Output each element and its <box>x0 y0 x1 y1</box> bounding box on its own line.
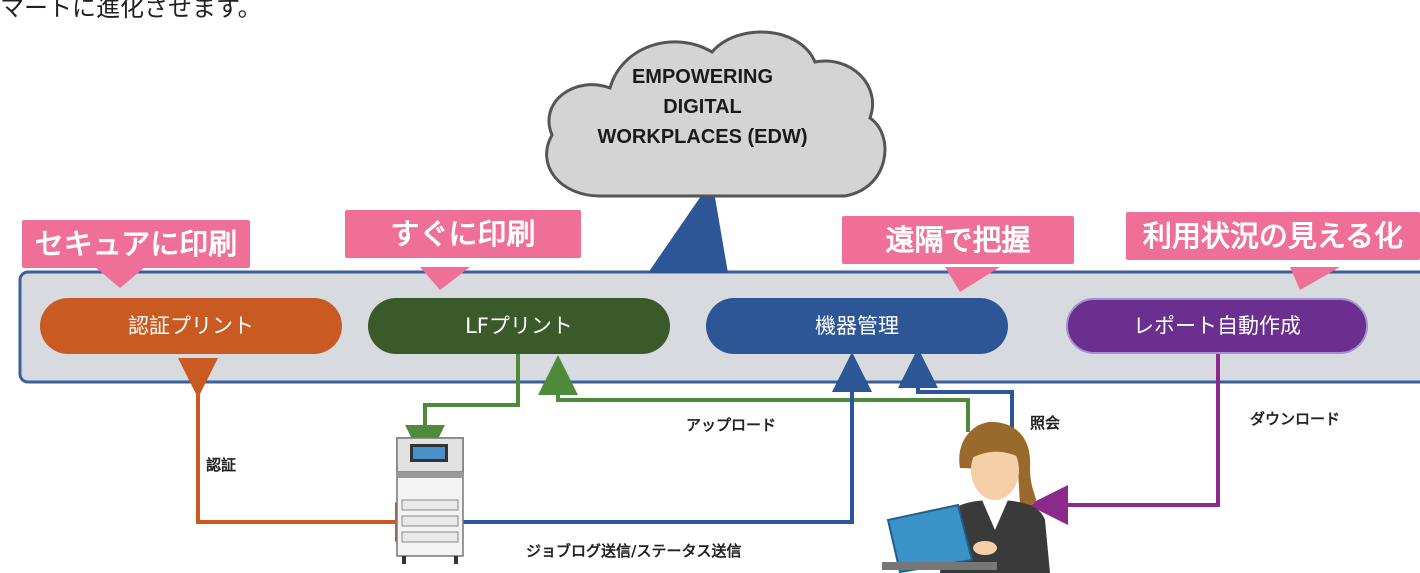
intro-text: マートに進化させます。 <box>0 0 262 22</box>
cloud-label-line2: DIGITAL <box>663 96 742 118</box>
upload-flow-line <box>538 355 970 432</box>
flow-label-joblog: ジョブログ送信/ステータス送信 <box>526 542 742 560</box>
cloud-label: EMPOWERING DIGITAL WORKPLACES (EDW) <box>545 62 860 152</box>
service-lf-print: LFプリント <box>368 298 670 354</box>
service-auth-print: 認証プリント <box>40 298 342 354</box>
flow-label-download: ダウンロード <box>1250 410 1341 428</box>
joblog-flow-line <box>462 352 872 524</box>
cloud-icon <box>545 30 887 198</box>
cloud-connector <box>648 180 728 273</box>
multifunction-printer-icon <box>396 437 464 564</box>
bubble-tail-2 <box>420 267 470 290</box>
benefit-remote-monitor: 遠隔で把握 <box>842 216 1074 264</box>
flow-label-inquiry: 照会 <box>1030 414 1061 432</box>
auth-flow-line <box>178 358 435 542</box>
service-auto-report: レポート自動作成 <box>1066 298 1368 354</box>
service-device-management: 機器管理 <box>706 298 1008 354</box>
flow-label-upload: アップロード <box>686 416 777 434</box>
office-worker-laptop-icon <box>882 421 1050 573</box>
benefit-quick-print: すぐに印刷 <box>345 210 581 258</box>
inquiry-flow-line <box>898 348 1014 432</box>
flow-label-auth: 認証 <box>206 456 237 474</box>
download-flow-line <box>1028 352 1220 525</box>
benefit-secure-print: セキュアに印刷 <box>22 220 250 268</box>
bubble-tail-4 <box>1290 267 1340 290</box>
bubble-tail-1 <box>95 267 145 288</box>
lf-print-to-printer-line <box>405 352 520 465</box>
cloud-label-line3: WORKPLACES (EDW) <box>597 126 808 148</box>
benefit-usage-visibility: 利用状況の見える化 <box>1126 212 1420 260</box>
bubble-tail-3 <box>945 267 1000 292</box>
cloud-label-line1: EMPOWERING <box>631 66 774 88</box>
